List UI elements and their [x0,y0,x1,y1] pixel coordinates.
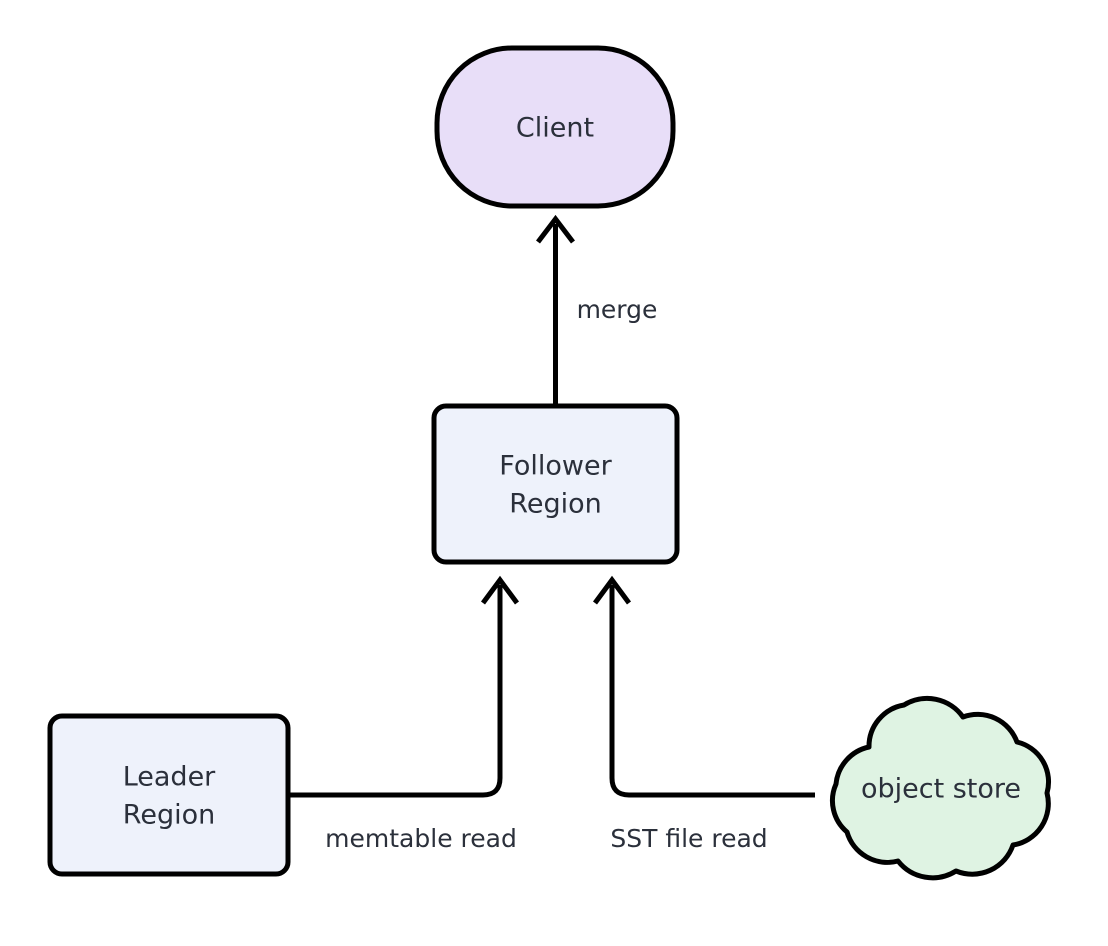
follower-region-label-line1: Follower [499,451,612,482]
merge-label-backdrop [568,291,666,329]
client-shape [434,45,676,209]
edge-follower-to-client[interactable] [536,214,575,406]
edge-label-sst-file-read: SST file read [610,824,767,853]
edge-label-merge: merge [577,295,658,324]
edge-store-to-follower[interactable] [592,575,815,798]
leader-region-label-line2: Region [123,800,215,831]
memtable-read-label-backdrop [315,820,527,858]
follower-region-shape [431,403,680,565]
object-store-label: object store [861,774,1021,805]
edge-label-memtable-read-group: memtable read [315,820,527,858]
node-object-store[interactable]: object store [829,696,1052,881]
sst-file-read-label-backdrop [601,820,777,858]
leader-region-shape [47,713,291,877]
edge-label-merge-group: merge [568,291,666,329]
node-leader-region[interactable]: Leader Region [47,713,291,877]
client-label: Client [516,113,594,144]
arrowhead-memtable-read [480,575,520,605]
edge-label-memtable-read: memtable read [325,824,517,853]
node-follower-region[interactable]: Follower Region [431,403,680,565]
arrowhead-merge [536,214,575,244]
edge-line-sst-file-read [609,585,815,798]
leader-region-label-line1: Leader [123,762,216,793]
edge-label-sst-file-read-group: SST file read [601,820,777,858]
follower-region-label-line2: Region [509,489,601,520]
node-client[interactable]: Client [434,45,676,209]
object-store-shape [829,696,1052,881]
edge-line-memtable-read [288,585,503,798]
edge-leader-to-follower[interactable] [288,575,520,798]
arrowhead-sst-file-read [592,575,632,605]
